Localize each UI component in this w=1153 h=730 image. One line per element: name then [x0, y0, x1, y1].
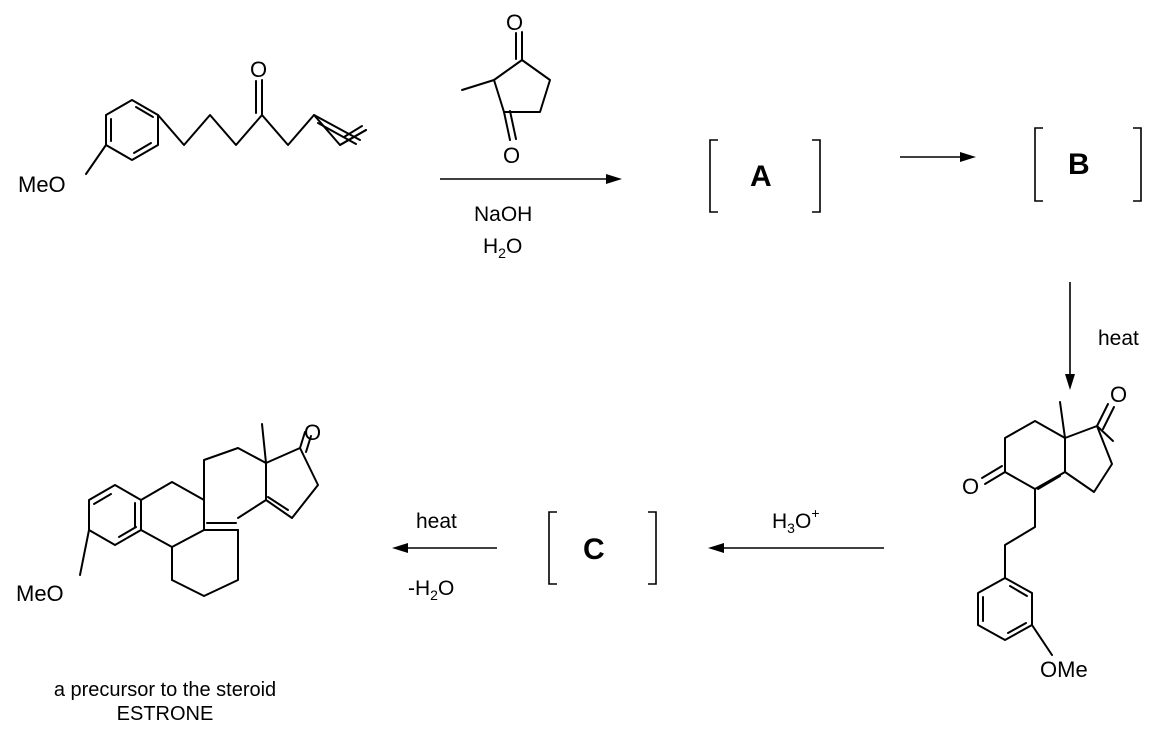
intermediate-c: C — [548, 511, 657, 585]
arrow-step2 — [900, 152, 976, 162]
reagent-water-loss: -H2O — [408, 577, 454, 603]
arrow-step5 — [392, 543, 497, 553]
ketone-oxygen: O — [250, 57, 267, 82]
reagent-hydronium: H3O+ — [772, 505, 820, 536]
reagent-naoh: NaOH — [474, 203, 532, 226]
arrow-step4 — [708, 543, 884, 553]
svg-text:A: A — [750, 160, 772, 193]
caption-line1: a precursor to the steroid — [54, 679, 276, 701]
reagent-heat-1: heat — [1098, 327, 1139, 350]
steroid-precursor: O MeO — [16, 420, 321, 606]
intermediate-a: A — [709, 139, 821, 213]
caption-line2: ESTRONE — [117, 703, 214, 725]
arrow-step3 — [1065, 282, 1075, 390]
reagent-heat-2: heat — [416, 510, 457, 533]
steroid-methoxy: MeO — [16, 581, 64, 606]
dione-reagent: O O — [461, 10, 551, 168]
svg-text:C: C — [583, 533, 605, 566]
dione-product-oxygen-2: O — [962, 474, 979, 499]
svg-text:B: B — [1068, 148, 1090, 181]
methoxy-label: MeO — [18, 172, 66, 197]
dione-oxygen-top: O — [506, 10, 523, 35]
bicyclic-dione: O O OMe — [962, 382, 1127, 682]
intermediate-b: B — [1034, 127, 1142, 202]
dione-product-oxygen-1: O — [1110, 382, 1127, 407]
steroid-oxygen: O — [304, 420, 321, 445]
methoxy-label-right: OMe — [1040, 657, 1088, 682]
reagent-water: H2O — [483, 235, 522, 261]
starting-material: O MeO — [18, 57, 367, 197]
dione-oxygen-bottom: O — [503, 143, 520, 168]
arrow-step1 — [440, 174, 622, 184]
